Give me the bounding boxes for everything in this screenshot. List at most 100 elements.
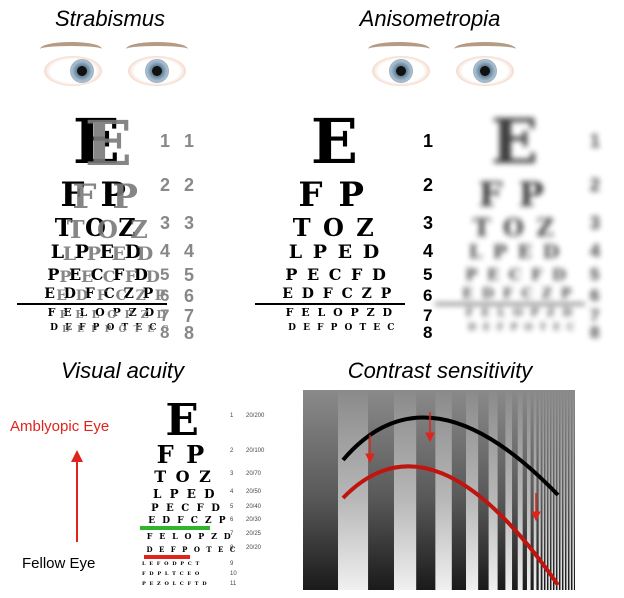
- chart-line-3: T O Z: [292, 213, 376, 242]
- chart-line-5: P E C F D: [285, 265, 388, 284]
- acuity-value-2: 20/100: [246, 448, 265, 454]
- row-number-2: 2: [160, 175, 171, 195]
- left-brow: [40, 42, 102, 56]
- chart-divider: [435, 303, 585, 305]
- row-number-2: 2: [590, 175, 601, 195]
- acuity-row-number-5: 5: [230, 504, 234, 510]
- chart-line-7: F E L O P Z D: [47, 306, 156, 319]
- right-eye: [456, 56, 514, 86]
- row-number-1: 1: [590, 131, 601, 151]
- amblyopic-eye-acuity-bar: [144, 555, 190, 559]
- row-number-ghost-2: 2: [184, 175, 195, 195]
- chart-line-2: F P: [298, 175, 366, 215]
- row-number-ghost-6: 6: [184, 286, 195, 306]
- row-number-5: 5: [590, 265, 600, 284]
- row-number-5: 5: [423, 265, 433, 284]
- acuity-line-4: L P E D: [152, 487, 217, 501]
- row-number-1: 1: [160, 131, 171, 151]
- row-number-ghost-8: 8: [184, 323, 195, 343]
- row-number-7: 7: [160, 306, 170, 325]
- contrast-sensitivity-title: Contrast sensitivity: [347, 358, 533, 383]
- acuity-value-4: 20/50: [246, 489, 262, 495]
- chart-line-6: E D F C Z P: [282, 286, 394, 302]
- chart-line-ghost-3: T O Z: [66, 215, 150, 244]
- anisometropia-title: Anisometropia: [359, 6, 501, 31]
- left-eye: [372, 56, 430, 86]
- acuity-value-1: 20/200: [246, 413, 265, 419]
- acuity-line-3: T O Z: [154, 467, 213, 486]
- chart-line-8: D E F P O T E C: [468, 323, 577, 333]
- amblyopic-eye-curve: [341, 464, 560, 587]
- chart-line-6: E D F C Z P: [44, 286, 156, 302]
- amblyopic-eye-label: Amblyopic Eye: [10, 418, 110, 435]
- chart-line-ghost-1: E: [84, 107, 135, 180]
- acuity-small-line-11: P E Z O L C F T D: [142, 581, 208, 587]
- arrow-1: [365, 435, 375, 464]
- anisometropia-eyes: [368, 42, 518, 92]
- left-eye: [44, 56, 102, 86]
- chart-line-1: E: [310, 105, 361, 178]
- acuity-row-number-8: 8: [230, 545, 234, 551]
- left-brow: [368, 42, 430, 56]
- row-number-ghost-1: 1: [184, 131, 195, 151]
- row-number-8: 8: [590, 323, 600, 342]
- chart-line-3: T O Z: [54, 213, 138, 242]
- chart-line-1: E: [490, 105, 541, 178]
- row-number-7: 7: [423, 306, 433, 325]
- acuity-small-line-9: L E F O D P C T: [142, 561, 201, 567]
- fellow-eye-curve: [341, 415, 560, 497]
- acuity-row-number-6: 6: [230, 516, 234, 523]
- row-number-5: 5: [160, 265, 170, 284]
- grating-fade: [303, 390, 575, 590]
- chart-line-4: L P E D: [468, 241, 562, 263]
- acuity-value-3: 20/70: [246, 471, 262, 477]
- right-brow: [454, 42, 516, 56]
- acuity-row-number-1: 1: [230, 413, 234, 419]
- row-number-1: 1: [423, 131, 434, 151]
- chart-line-1: E: [72, 105, 123, 178]
- row-number-6: 6: [160, 286, 170, 305]
- acuity-line-7: F E L O P Z D: [146, 531, 233, 541]
- row-number-3: 3: [160, 213, 171, 233]
- acuity-value-8: 20/20: [246, 545, 262, 551]
- acuity-row-number-9: 9: [230, 561, 234, 567]
- acuity-line-1: E: [165, 395, 201, 446]
- row-number-6: 6: [590, 286, 600, 305]
- row-number-6: 6: [423, 286, 433, 305]
- chart-line-8: D E F P O T E C: [288, 323, 397, 333]
- strabismus-eyes: [40, 42, 190, 92]
- acuity-line-2: F P: [156, 440, 207, 469]
- row-number-8: 8: [160, 323, 170, 342]
- acuity-small-line-10: F D P L T C E O: [142, 571, 201, 577]
- acuity-row-number-2: 2: [230, 448, 234, 454]
- acuity-row-number-4: 4: [230, 489, 234, 495]
- chart-line-8: D E F P O T E C: [50, 323, 159, 333]
- row-number-8: 8: [423, 323, 433, 342]
- chart-line-ghost-4: L P E D: [62, 243, 156, 265]
- acuity-row-number-11: 11: [230, 581, 237, 587]
- row-number-3: 3: [590, 213, 601, 233]
- acuity-row-number-10: 10: [230, 571, 237, 577]
- row-number-3: 3: [423, 213, 434, 233]
- acuity-arrow: [71, 450, 83, 542]
- row-number-4: 4: [590, 241, 601, 261]
- visual-acuity-title: Visual acuity: [60, 358, 185, 383]
- chart-line-3: T O Z: [472, 213, 556, 242]
- chart-line-4: L P E D: [288, 241, 382, 263]
- fellow-eye-label: Fellow Eye: [22, 555, 96, 572]
- chart-line-5: P E C F D: [47, 265, 150, 284]
- acuity-line-6: E D F C Z P: [148, 516, 228, 526]
- arrow-2: [425, 412, 435, 443]
- chart-line-ghost-2: F P: [72, 177, 140, 217]
- chart-line-ghost-8: D E F P O T E C: [62, 325, 171, 335]
- strabismus-title: Strabismus: [54, 6, 166, 31]
- row-number-ghost-7: 7: [184, 306, 195, 326]
- chart-line-4: L P E D: [50, 241, 144, 263]
- acuity-row-number-7: 7: [230, 531, 234, 537]
- acuity-value-6: 20/30: [246, 516, 262, 523]
- row-number-ghost-4: 4: [184, 241, 195, 261]
- chart-line-ghost-7: F E L O P Z D: [59, 308, 168, 321]
- right-eye: [128, 56, 186, 86]
